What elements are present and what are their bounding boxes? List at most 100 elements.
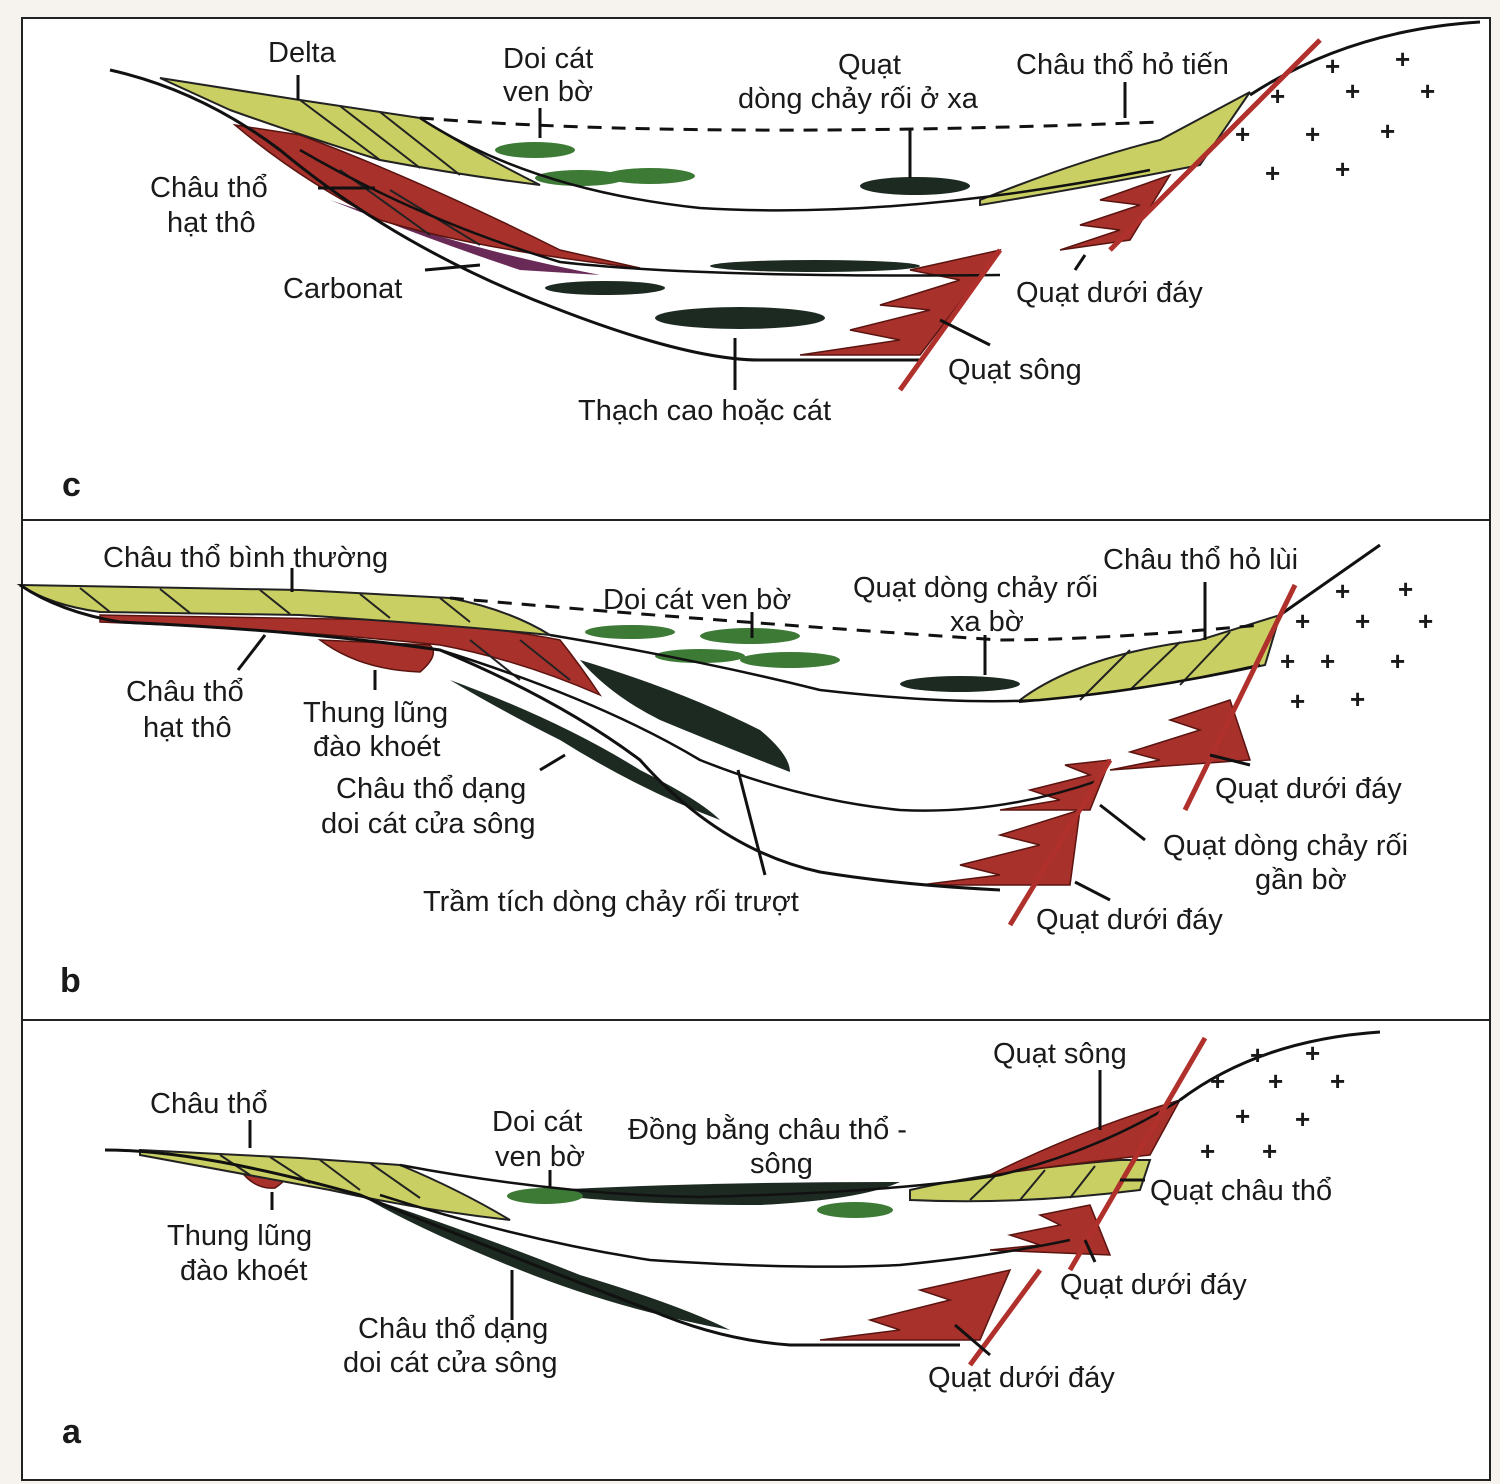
fault-c [897,38,1322,392]
cross-icon: + [1280,646,1295,676]
label-chau-tho-a: Châu thổ [150,1088,268,1120]
label-dong-bang-2: sông [750,1148,813,1180]
cross-icon: + [1395,44,1410,74]
fan-delta-c [979,91,1251,207]
label-thung-lung-a-2: đào khoét [180,1255,307,1287]
label-quat-song-c: Quạt sông [948,354,1082,386]
basement-c: + + + + + + + + + + [1235,44,1435,188]
label-quat-duoi-day-c: Quạt dưới đáy [1016,277,1203,309]
label-carbonat: Carbonat [283,273,402,305]
label-quat-xa-2: dòng chảy rối ở xa [738,83,979,115]
water-level-c [419,116,1161,132]
panel-b: + + + + + + + + + + Châu thổ bình thường [16,542,1433,1000]
label-quat-duoi-day-a-1: Quạt dưới đáy [1060,1269,1247,1301]
basement-b: + + + + + + + + + + [1280,574,1433,716]
cross-icon: + [1268,1066,1283,1096]
sand-lens [535,170,625,186]
label-doi-cat-a-1: Doi cát [492,1106,582,1138]
label-chau-tho-hat-tho-c-2: hạt thô [167,207,256,239]
sand-lens [605,168,695,184]
cross-icon: + [1270,81,1285,111]
basement-a: + + + + + + + + + [1200,1038,1345,1166]
label-doi-cat-a-2: ven bờ [495,1141,585,1173]
mouth-bar-delta-a [360,1195,730,1330]
label-chau-tho-hat-tho-b-2: hạt thô [143,712,232,744]
panel-letter-a: a [62,1413,82,1451]
label-quat-xa-bo-1: Quạt dòng chảy rối [853,572,1098,604]
sand-lens [585,625,675,639]
label-quat-chau-tho: Quạt châu thổ [1150,1175,1332,1207]
basin-floor-c [109,68,920,362]
cross-icon: + [1418,606,1433,636]
label-chau-tho-dang-a-2: doi cát cửa sông [343,1347,557,1379]
sand-lens [495,142,575,158]
label-doi-cat-c-2: ven bờ [503,76,593,108]
sand-lens [817,1202,893,1218]
label-dong-bang-1: Đồng bằng châu thổ - [628,1113,907,1146]
turbidite-lens [710,260,920,272]
cross-icon: + [1380,116,1395,146]
cross-icon: + [1235,119,1250,149]
label-chau-tho-binh-thuong: Châu thổ bình thường [103,542,388,574]
turbidite-lens [860,177,970,195]
panel-a: + + + + + + + + + Châu thổ Doi cát ven b… [62,1030,1381,1451]
cross-icon: + [1262,1136,1277,1166]
cross-icon: + [1398,574,1413,604]
label-chau-tho-ho-lui: Châu thổ hỏ lùi [1103,544,1298,576]
basin-floor-b [19,583,1001,892]
turbidite-lens [655,307,825,329]
label-quat-gan-bo-2: gần bờ [1255,864,1347,896]
horizon-c-2 [419,116,1151,212]
cross-icon: + [1350,684,1365,714]
label-delta: Delta [268,37,337,69]
surface-b [1279,543,1381,617]
label-quat-duoi-day-b-1: Quạt dưới đáy [1215,773,1402,805]
horizon-a-2 [399,1098,1181,1199]
subaqueous-fan-a-1 [989,1204,1112,1256]
near-shore-fan-b [999,759,1112,811]
subaqueous-fan-a-2 [819,1268,1012,1341]
label-thung-lung-b-1: Thung lũng [303,697,448,729]
sand-lens [700,628,800,644]
label-quat-duoi-day-b-2: Quạt dưới đáy [1036,904,1223,936]
panel-letter-b: b [60,962,81,1000]
label-quat-gan-bo-1: Quạt dòng chảy rối [1163,830,1408,862]
water-level-b [449,596,1261,642]
turbidite-slump-b [580,660,790,772]
cross-icon: + [1325,51,1340,81]
label-chau-tho-hat-tho-c-1: Châu thổ [150,172,268,204]
sand-lens [740,652,840,668]
sand-lens [507,1188,583,1204]
cross-icon: + [1335,576,1350,606]
label-quat-xa-bo-2: xa bờ [950,606,1024,638]
cross-icon: + [1330,1066,1345,1096]
label-thung-lung-b-2: đào khoét [313,731,440,763]
basin-floor-a [104,1148,960,1347]
surface-a [1179,1030,1381,1102]
cross-icon: + [1390,646,1405,676]
cross-icon: + [1200,1136,1215,1166]
cross-icon: + [1210,1066,1225,1096]
horizon-b-2 [549,633,1261,703]
subaqueous-fan-c [1059,173,1172,251]
delta-plain-a [550,1182,900,1205]
cross-icon: + [1305,119,1320,149]
label-quat-duoi-day-a-2: Quạt dưới đáy [928,1362,1115,1394]
cross-icon: + [1290,686,1305,716]
surface-c [1249,20,1481,97]
panel-letter-c: c [62,466,81,504]
label-thach-cao: Thạch cao hoặc cát [578,395,831,427]
label-chau-tho-dang-b-1: Châu thổ dạng [336,773,526,805]
label-doi-cat-c-1: Doi cát [503,43,593,75]
label-thung-lung-a-1: Thung lũng [167,1220,312,1252]
cross-icon: + [1305,1038,1320,1068]
horizon-c-1 [299,148,1001,277]
cross-icon: + [1295,1104,1310,1134]
distal-fan-b [900,676,1020,692]
label-quat-song-a: Quạt sông [993,1038,1127,1070]
cross-icon: + [1420,76,1435,106]
cross-icon: + [1355,606,1370,636]
horizon-a-1 [379,1193,1071,1268]
cross-icon: + [1250,1040,1265,1070]
